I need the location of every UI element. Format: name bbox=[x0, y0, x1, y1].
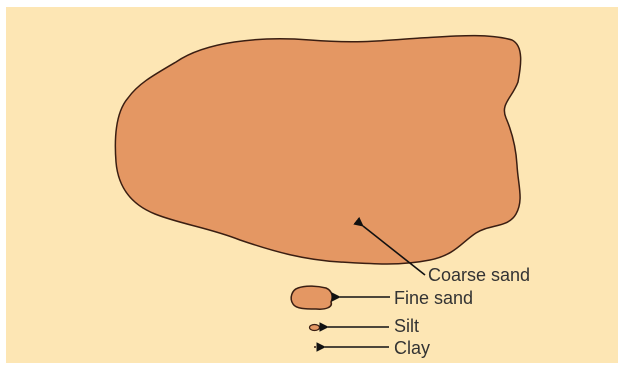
silt-particle bbox=[310, 325, 320, 331]
clay-particle bbox=[314, 346, 316, 348]
coarse-sand-label: Coarse sand bbox=[428, 265, 530, 285]
clay-label: Clay bbox=[394, 338, 430, 358]
fine-sand-particle bbox=[291, 286, 332, 309]
silt-label: Silt bbox=[394, 316, 419, 336]
coarse-sand-particle bbox=[115, 36, 520, 264]
fine-sand-label: Fine sand bbox=[394, 288, 473, 308]
